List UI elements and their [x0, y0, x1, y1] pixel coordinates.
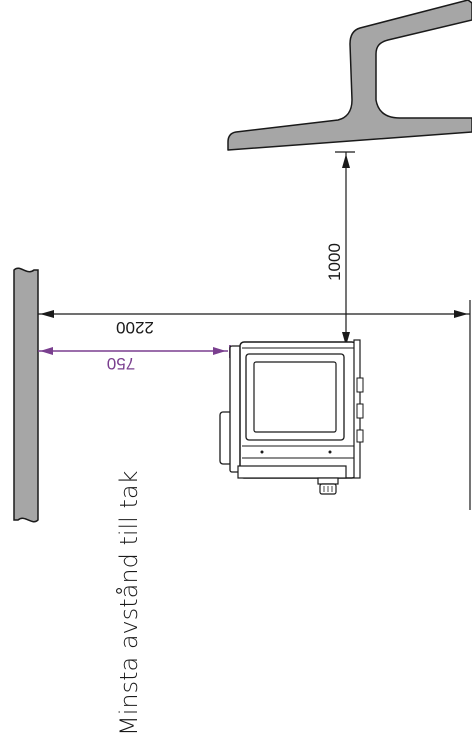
dimension-total [38, 310, 470, 318]
dimension-clearance-label: 750 [107, 354, 135, 373]
caption-min-distance: Minsta avstånd till tak [115, 470, 143, 736]
dimension-vertical [335, 151, 355, 348]
device-monitor [219, 339, 364, 495]
dimension-vertical-label: 1000 [325, 243, 344, 281]
pedestal-support [227, 0, 472, 151]
dimension-total-label: 2200 [116, 318, 154, 337]
ceiling-wall [13, 267, 39, 523]
